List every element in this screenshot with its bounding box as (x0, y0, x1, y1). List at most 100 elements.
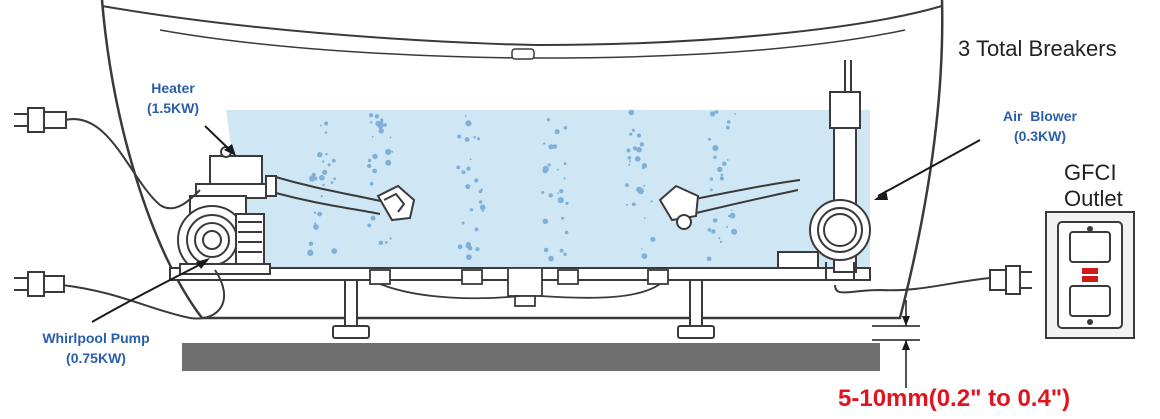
overflow-fitting (511, 48, 535, 60)
bubble (331, 158, 336, 163)
bubble (643, 184, 646, 187)
bubble (552, 144, 558, 149)
bubble (629, 132, 633, 136)
gfci-outlet-icon (1045, 211, 1135, 339)
power-plug-icon (14, 107, 67, 133)
whirlpool-pump-icon (177, 195, 271, 275)
bubble (464, 115, 467, 117)
bubble (308, 241, 314, 246)
bubble (378, 128, 384, 134)
blower-label: Air Blower (0.3KW) (985, 106, 1095, 146)
bubble (457, 244, 463, 250)
bubble (389, 237, 392, 240)
bubble (559, 189, 564, 194)
gfci-line2: Outlet (1064, 186, 1123, 211)
bubble (469, 208, 474, 212)
bubble (322, 183, 325, 187)
bubble (466, 166, 471, 171)
bubble (378, 240, 384, 245)
bubble (563, 162, 567, 166)
whirlpool-power: (0.75KW) (66, 350, 126, 366)
bubble (636, 186, 642, 193)
bubble (719, 240, 723, 243)
bubble (327, 163, 331, 167)
bubble (709, 177, 714, 181)
bubble (626, 148, 631, 153)
bubble (729, 212, 736, 219)
bubble (734, 113, 736, 115)
bubble (718, 237, 721, 240)
gap-arrowheads (902, 316, 910, 350)
bubble (371, 135, 374, 138)
bubble (375, 120, 382, 127)
bubble (712, 218, 718, 223)
bubble (548, 144, 554, 150)
bubble (370, 215, 376, 221)
bubble (554, 129, 560, 135)
bubble (465, 120, 472, 127)
bubble (730, 209, 733, 211)
bubble (542, 165, 549, 172)
whirlpool-label: Whirlpool Pump (0.75KW) (36, 328, 156, 368)
bubble (556, 168, 559, 171)
bubble (557, 197, 564, 204)
bubble (722, 161, 727, 167)
bubble (474, 178, 479, 183)
bubble (731, 228, 738, 235)
bubble (465, 184, 471, 190)
bubble (559, 248, 564, 253)
bubble (481, 188, 483, 191)
bubble (367, 158, 372, 163)
bubble (317, 152, 323, 158)
bubble (319, 124, 322, 127)
bubble (461, 170, 466, 175)
bubble (631, 128, 636, 132)
bubble (650, 200, 653, 203)
power-plug-icon (989, 265, 1032, 295)
bubble (367, 163, 372, 169)
bubble (324, 131, 328, 134)
breakers-label: 3 Total Breakers (958, 36, 1117, 61)
bubble (369, 113, 374, 118)
bubble (309, 175, 316, 182)
bubble (542, 218, 549, 225)
bubble (474, 227, 479, 232)
bubble (320, 195, 323, 198)
bubble (561, 216, 564, 220)
bubble (477, 137, 481, 141)
bubble (543, 247, 549, 253)
bubble (707, 228, 712, 232)
bubble (319, 176, 323, 180)
bubble (322, 160, 325, 163)
gap-label: 5-10mm(0.2" to 0.4") (838, 385, 1071, 412)
bubble (479, 204, 486, 211)
heater-name: Heater (151, 80, 195, 96)
bubble (636, 147, 642, 153)
bubble (713, 155, 717, 159)
bubble (370, 121, 373, 124)
bubble (711, 229, 716, 234)
bubble (720, 173, 724, 177)
bubble (712, 145, 719, 152)
jet-pipe-right (689, 179, 801, 215)
blower-power: (0.3KW) (1013, 128, 1067, 144)
bubble (626, 203, 629, 206)
bubble (391, 150, 394, 153)
bubble (548, 193, 553, 198)
bubble (631, 202, 636, 207)
heater-icon (195, 146, 277, 199)
bubble (465, 243, 470, 249)
water-volume (226, 110, 870, 272)
bubble (385, 148, 392, 156)
bubble (563, 125, 568, 130)
bubble (563, 177, 566, 180)
bubble (466, 254, 472, 260)
bubble (317, 211, 323, 217)
bubble (313, 211, 317, 214)
bubble (625, 183, 629, 188)
blower-name: Air Blower (1003, 108, 1077, 124)
power-plug-icon (14, 271, 65, 297)
bubble (632, 146, 638, 151)
air-blower-icon (777, 199, 871, 280)
